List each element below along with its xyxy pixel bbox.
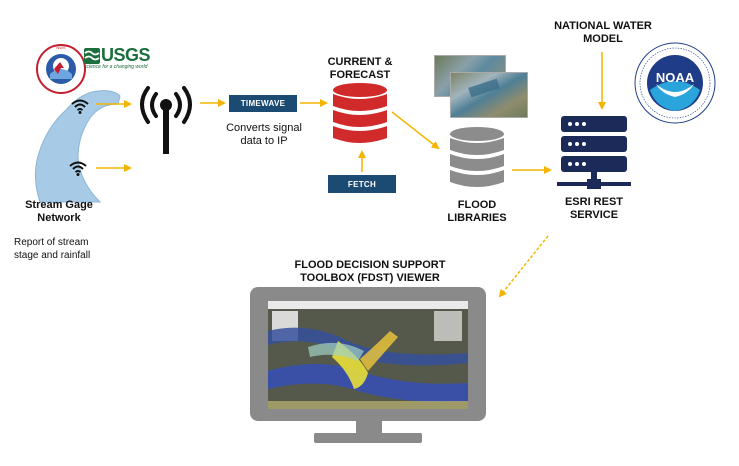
wifi-icon-upper — [71, 99, 89, 114]
usgs-logo: USGS science for a changing world — [84, 45, 154, 71]
stream-gage-title-line1: Stream Gage — [25, 199, 93, 211]
fetch-box: FETCH — [328, 175, 396, 193]
server-icon — [557, 116, 631, 189]
monitor-screen — [268, 301, 468, 409]
esri-title: ESRI REST SERVICE — [552, 196, 636, 222]
usgs-logo-mark — [84, 48, 100, 64]
antenna-icon — [140, 86, 192, 154]
flood-libraries-database-icon — [450, 127, 504, 187]
arrow-esri-to-fdst — [498, 235, 549, 298]
national-water-model-title-line1: NATIONAL WATER — [554, 20, 652, 32]
esri-title-line2: SERVICE — [569, 209, 619, 221]
monitor-stand-neck — [356, 421, 382, 433]
current-forecast-title: CURRENT & FORECAST — [320, 56, 400, 82]
wifi-icon-lower — [69, 161, 87, 176]
timewave-caption-line2: data to IP — [240, 135, 288, 147]
stream-gage-title-line2: Network — [37, 212, 81, 224]
noaa-logo: NOAA — [634, 42, 716, 124]
monitor-stand-base — [314, 433, 422, 443]
stream-gage-title: Stream Gage Network — [14, 199, 104, 225]
usgs-tagline: science for a changing world — [84, 64, 148, 70]
fdst-title: FLOOD DECISION SUPPORT TOOLBOX (FDST) VI… — [280, 259, 460, 285]
flood-libraries-title-line1: FLOOD — [457, 199, 497, 211]
fdst-title-line1: FLOOD DECISION SUPPORT — [294, 259, 446, 271]
flood-libraries-title: FLOOD LIBRARIES — [437, 199, 517, 225]
monitor — [250, 287, 486, 421]
timewave-caption: Converts signal data to IP — [218, 122, 310, 148]
usgs-logo-text: USGS — [101, 45, 151, 65]
current-forecast-title-line1: CURRENT & — [327, 56, 393, 68]
fdst-title-line2: TOOLBOX (FDST) VIEWER — [300, 272, 440, 284]
current-forecast-database-icon — [333, 83, 387, 143]
nws-logo-text: NWS — [56, 45, 66, 50]
national-water-model-title: NATIONAL WATER MODEL — [548, 20, 658, 46]
fdst-map-view — [268, 301, 468, 409]
flood-map-thumbnail-2 — [450, 72, 528, 118]
noaa-logo-text: NOAA — [656, 70, 695, 85]
stream-gage-note-line1: Report of stream — [14, 237, 89, 248]
timewave-caption-line1: Converts signal — [226, 122, 302, 134]
timewave-box: TIMEWAVE — [229, 95, 297, 112]
esri-title-line1: ESRI REST — [564, 196, 624, 208]
nws-logo: NWS — [36, 44, 86, 94]
flood-libraries-title-line2: LIBRARIES — [447, 212, 507, 224]
current-forecast-title-line2: FORECAST — [329, 69, 391, 81]
arrow-current-to-libraries — [391, 111, 440, 150]
stream-gage-note-line2: stage and rainfall — [14, 250, 91, 261]
stream-gage-note: Report of stream stage and rainfall — [14, 236, 104, 262]
national-water-model-title-line2: MODEL — [583, 33, 623, 45]
